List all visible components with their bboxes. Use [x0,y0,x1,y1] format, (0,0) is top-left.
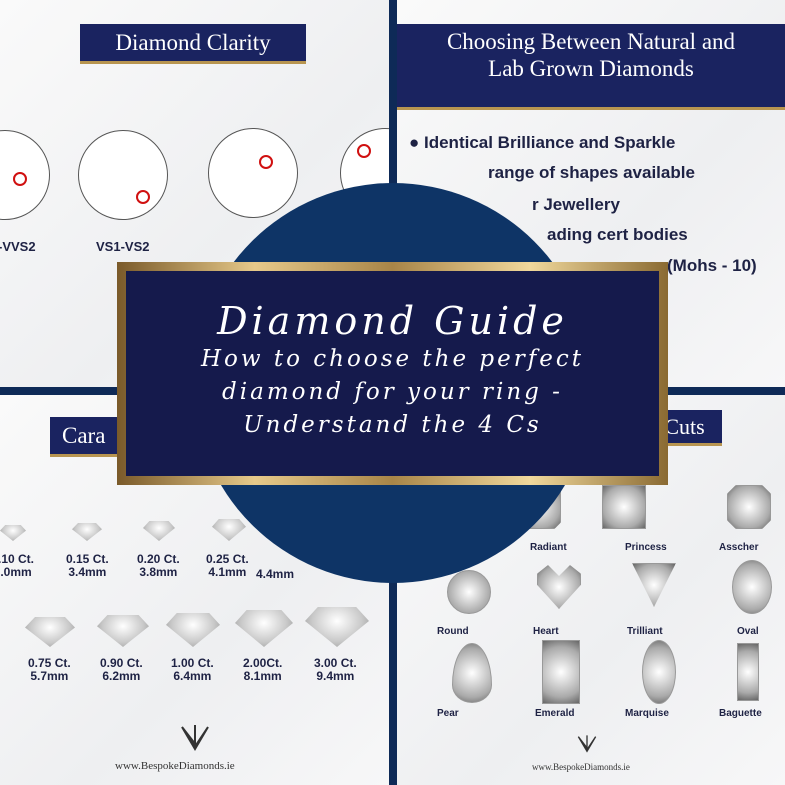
cut-label: Radiant [530,542,567,553]
cut-image [732,560,772,614]
cut-image [632,563,676,607]
website-url: www.BespokeDiamonds.ie [532,762,630,772]
carat-label: 3.00 Ct.9.4mm [314,656,357,683]
bespoke-logo-icon [181,725,209,751]
cut-image [452,643,492,703]
banner-subtitle-2: diamond for your ring - [222,379,563,405]
diamond-image [305,607,369,647]
cut-image [642,640,676,704]
cut-image [727,485,771,529]
cut-label: Asscher [719,542,759,553]
cut-image [602,485,646,529]
carat-label: .10 Ct..0mm [0,552,35,579]
cut-label: Round [437,626,469,637]
bespoke-logo-icon [577,735,597,753]
clarity-grade: -VVS2 [0,239,36,254]
cut-label: Oval [737,626,759,637]
cut-image [737,643,759,701]
cut-label: Emerald [535,708,575,719]
bullet-item: r Jewellery [532,195,620,214]
clarity-grade: VS1-VS2 [96,239,150,254]
title-line-1: Choosing Between Natural and [446,29,736,54]
banner-subtitle-1: How to choose the perfect [201,346,584,372]
diamond-image [72,523,102,541]
carat-label: 0.75 Ct.5.7mm [28,656,71,683]
diamond-diagram [208,128,298,218]
inclusion-marker [357,144,371,158]
banner-title: Diamond Guide [217,299,568,343]
inclusion-marker [13,172,27,186]
bullet-item: (Mohs - 10) [667,256,757,275]
cut-label: Pear [437,708,459,719]
banner-subtitle-3: Understand the 4 Cs [243,412,542,438]
diamond-image [0,525,26,541]
carat-label: 1.00 Ct.6.4mm [171,656,214,683]
natural-lab-title: Choosing Between Natural and Lab Grown D… [397,24,785,110]
diamond-image [235,610,293,647]
cut-image [537,565,581,609]
cut-label: Marquise [625,708,669,719]
bullet-item: ading cert bodies [547,225,688,244]
carat-label: 0.25 Ct.4.1mm [206,552,249,579]
inclusion-marker [259,155,273,169]
diamond-image [166,613,220,647]
clarity-title: Diamond Clarity [80,24,306,64]
carat-label: 2.00Ct.8.1mm [243,656,283,683]
carat-label: 4.4mm [256,567,295,581]
diamond-image [143,521,175,541]
carat-label: 0.20 Ct.3.8mm [137,552,180,579]
carat-label: 0.90 Ct.6.2mm [100,656,143,683]
title-banner: Diamond Guide How to choose the perfect … [117,262,668,485]
cut-label: Heart [533,626,559,637]
cut-label: Trilliant [627,626,663,637]
cut-image [447,570,491,614]
cut-label: Princess [625,542,667,553]
title-line-2: Lab Grown Diamonds [488,56,694,81]
inclusion-marker [136,190,150,204]
bullet-item: ● Identical Brilliance and Sparkle [409,133,676,152]
cut-label: Baguette [719,708,762,719]
cut-image [542,640,580,704]
diamond-diagram [78,130,168,220]
diamond-image [25,617,75,647]
website-url: www.BespokeDiamonds.ie [115,760,235,772]
diamond-image [97,615,149,647]
diamond-image [212,519,246,541]
bullet-item: range of shapes available [488,163,695,182]
carat-label: 0.15 Ct.3.4mm [66,552,109,579]
